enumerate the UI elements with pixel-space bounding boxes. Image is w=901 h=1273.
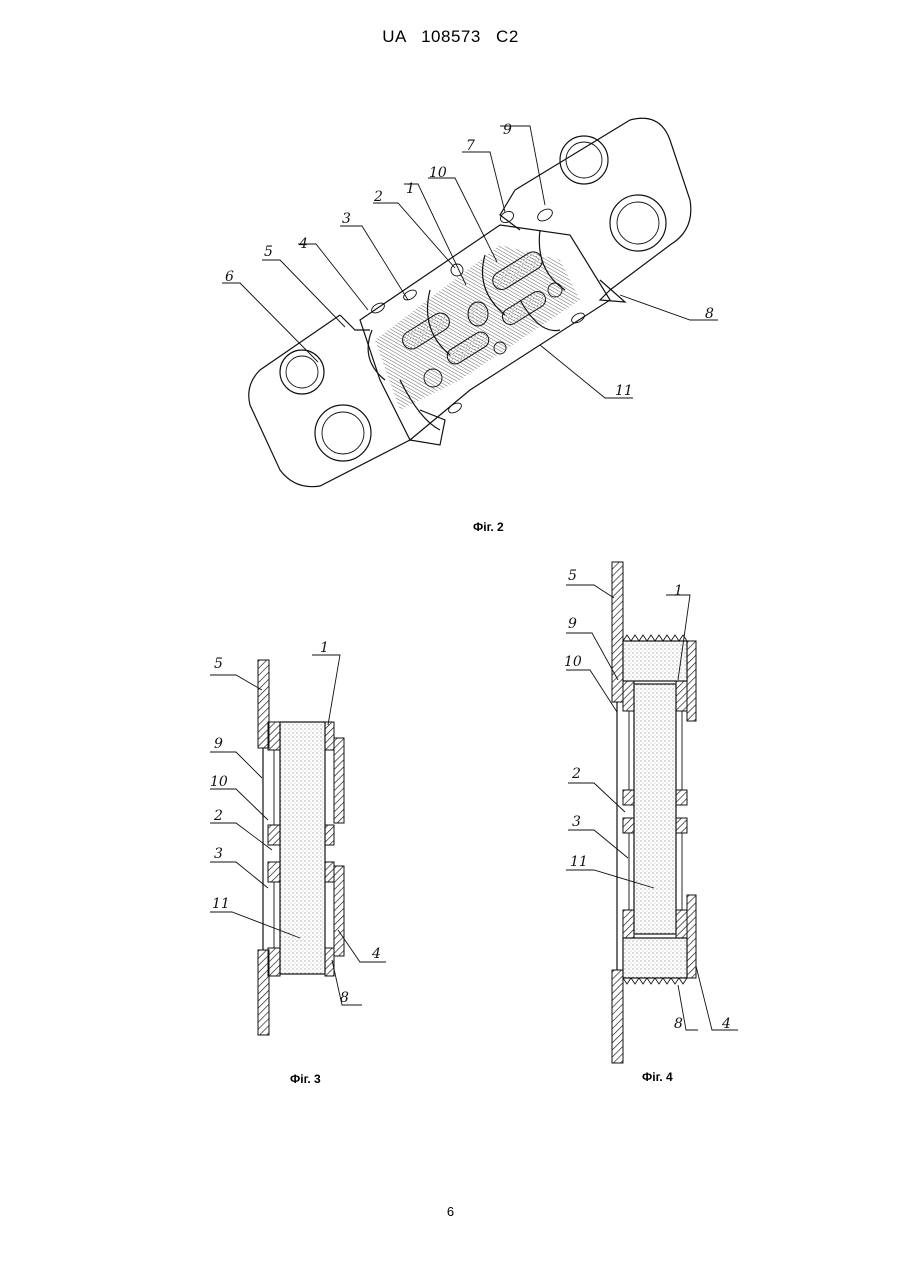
- fig3-callout-label: 8: [340, 990, 349, 1006]
- fig4-callout-label: 10: [564, 654, 582, 670]
- figure-3-drawing: 5 1 9 10 2 3 11 4 8: [210, 640, 386, 1035]
- fig2-callout-label: 10: [429, 165, 447, 181]
- fig4-callout-label: 9: [568, 616, 577, 632]
- fig4-callout-label: 3: [572, 814, 581, 830]
- fig2-callout-label: 8: [705, 306, 714, 322]
- fig4-callout-label: 4: [721, 1016, 731, 1032]
- fig3-callout-label: 5: [214, 656, 223, 672]
- fig3-callout-label: 1: [320, 640, 329, 656]
- fig4-callout-label: 8: [674, 1016, 683, 1032]
- fig4-callout-label: 1: [674, 583, 683, 599]
- fig4-callout-label: 11: [570, 854, 588, 870]
- fig2-callout-label: 9: [503, 122, 512, 138]
- fig2-callout-label: 5: [264, 244, 273, 260]
- fig2-callout-label: 11: [615, 383, 633, 399]
- fig3-callout-label: 9: [214, 736, 223, 752]
- fig2-callout-label: 4: [298, 236, 308, 252]
- figure-3-caption: Фіг. 3: [290, 1072, 321, 1086]
- fig4-callout-label: 5: [568, 568, 577, 584]
- fig4-callout-label: 2: [571, 766, 581, 782]
- fig2-callout-label: 2: [373, 189, 383, 205]
- figure-2-caption: Фіг. 2: [473, 520, 504, 534]
- fig2-callout-label: 3: [342, 211, 351, 227]
- figure-4-drawing: 5 1 9 10 2 3 11 8 4: [564, 562, 738, 1063]
- page-number: 6: [0, 1204, 901, 1219]
- fig3-callout-label: 11: [212, 896, 230, 912]
- fig2-callout-label: 6: [225, 269, 234, 285]
- fig3-callout-label: 4: [371, 946, 381, 962]
- fig2-callout-label: 7: [466, 138, 475, 154]
- fig2-callout-label: 1: [406, 181, 415, 197]
- figure-4-caption: Фіг. 4: [642, 1070, 673, 1084]
- fig3-callout-label: 2: [213, 808, 223, 824]
- figure-2-drawing: 9 7 10 2 1 3 4 5 6 8 11: [222, 118, 718, 486]
- fig3-callout-label: 10: [210, 774, 228, 790]
- fig3-callout-label: 3: [214, 846, 223, 862]
